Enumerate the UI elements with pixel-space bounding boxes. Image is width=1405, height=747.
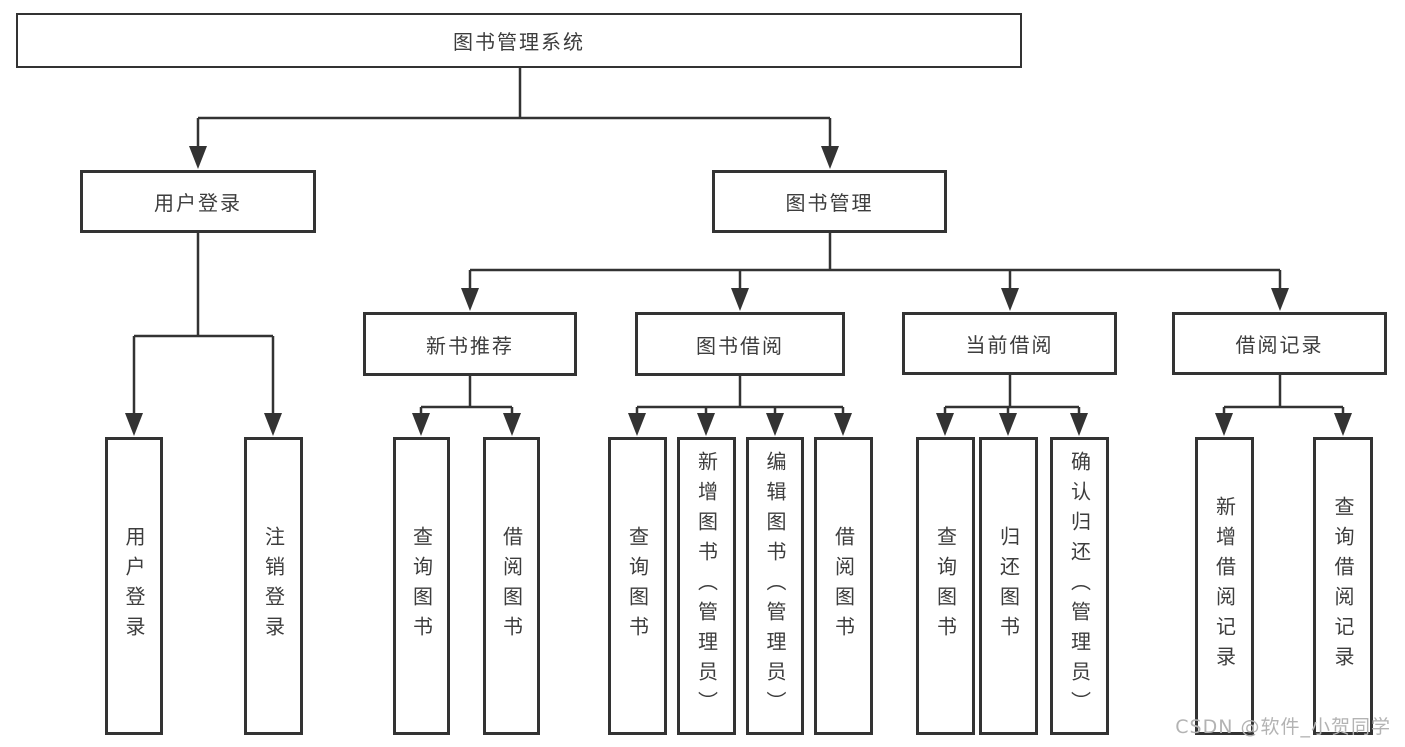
node-user-login: 用户登录 [80, 170, 316, 233]
leaf-return-books: 归还图书 [979, 437, 1038, 735]
leaf-add-books-admin: 新增图书（管理员） [677, 437, 736, 735]
node-current-borrowing: 当前借阅 [902, 312, 1117, 375]
csdn-watermark: CSDN @软件_小贺同学 [1175, 716, 1391, 738]
node-new-book-recommend: 新书推荐 [363, 312, 577, 376]
node-book-borrowing: 图书借阅 [635, 312, 845, 376]
leaf-confirm-return-admin: 确认归还（管理员） [1050, 437, 1109, 735]
leaf-borrow-books-borrowing: 借阅图书 [814, 437, 873, 735]
node-borrowing-records: 借阅记录 [1172, 312, 1387, 375]
leaf-edit-books-admin: 编辑图书（管理员） [746, 437, 804, 735]
node-book-management: 图书管理 [712, 170, 947, 233]
node-root: 图书管理系统 [16, 13, 1022, 68]
leaf-query-books-borrowing: 查询图书 [608, 437, 667, 735]
leaf-query-borrow-record: 查询借阅记录 [1313, 437, 1373, 735]
leaf-add-borrow-record: 新增借阅记录 [1195, 437, 1254, 735]
leaf-borrow-books-recommend: 借阅图书 [483, 437, 540, 735]
leaf-logout-login: 注销登录 [244, 437, 303, 735]
leaf-query-books-recommend: 查询图书 [393, 437, 450, 735]
leaf-user-login: 用户登录 [105, 437, 163, 735]
leaf-query-books-current: 查询图书 [916, 437, 975, 735]
